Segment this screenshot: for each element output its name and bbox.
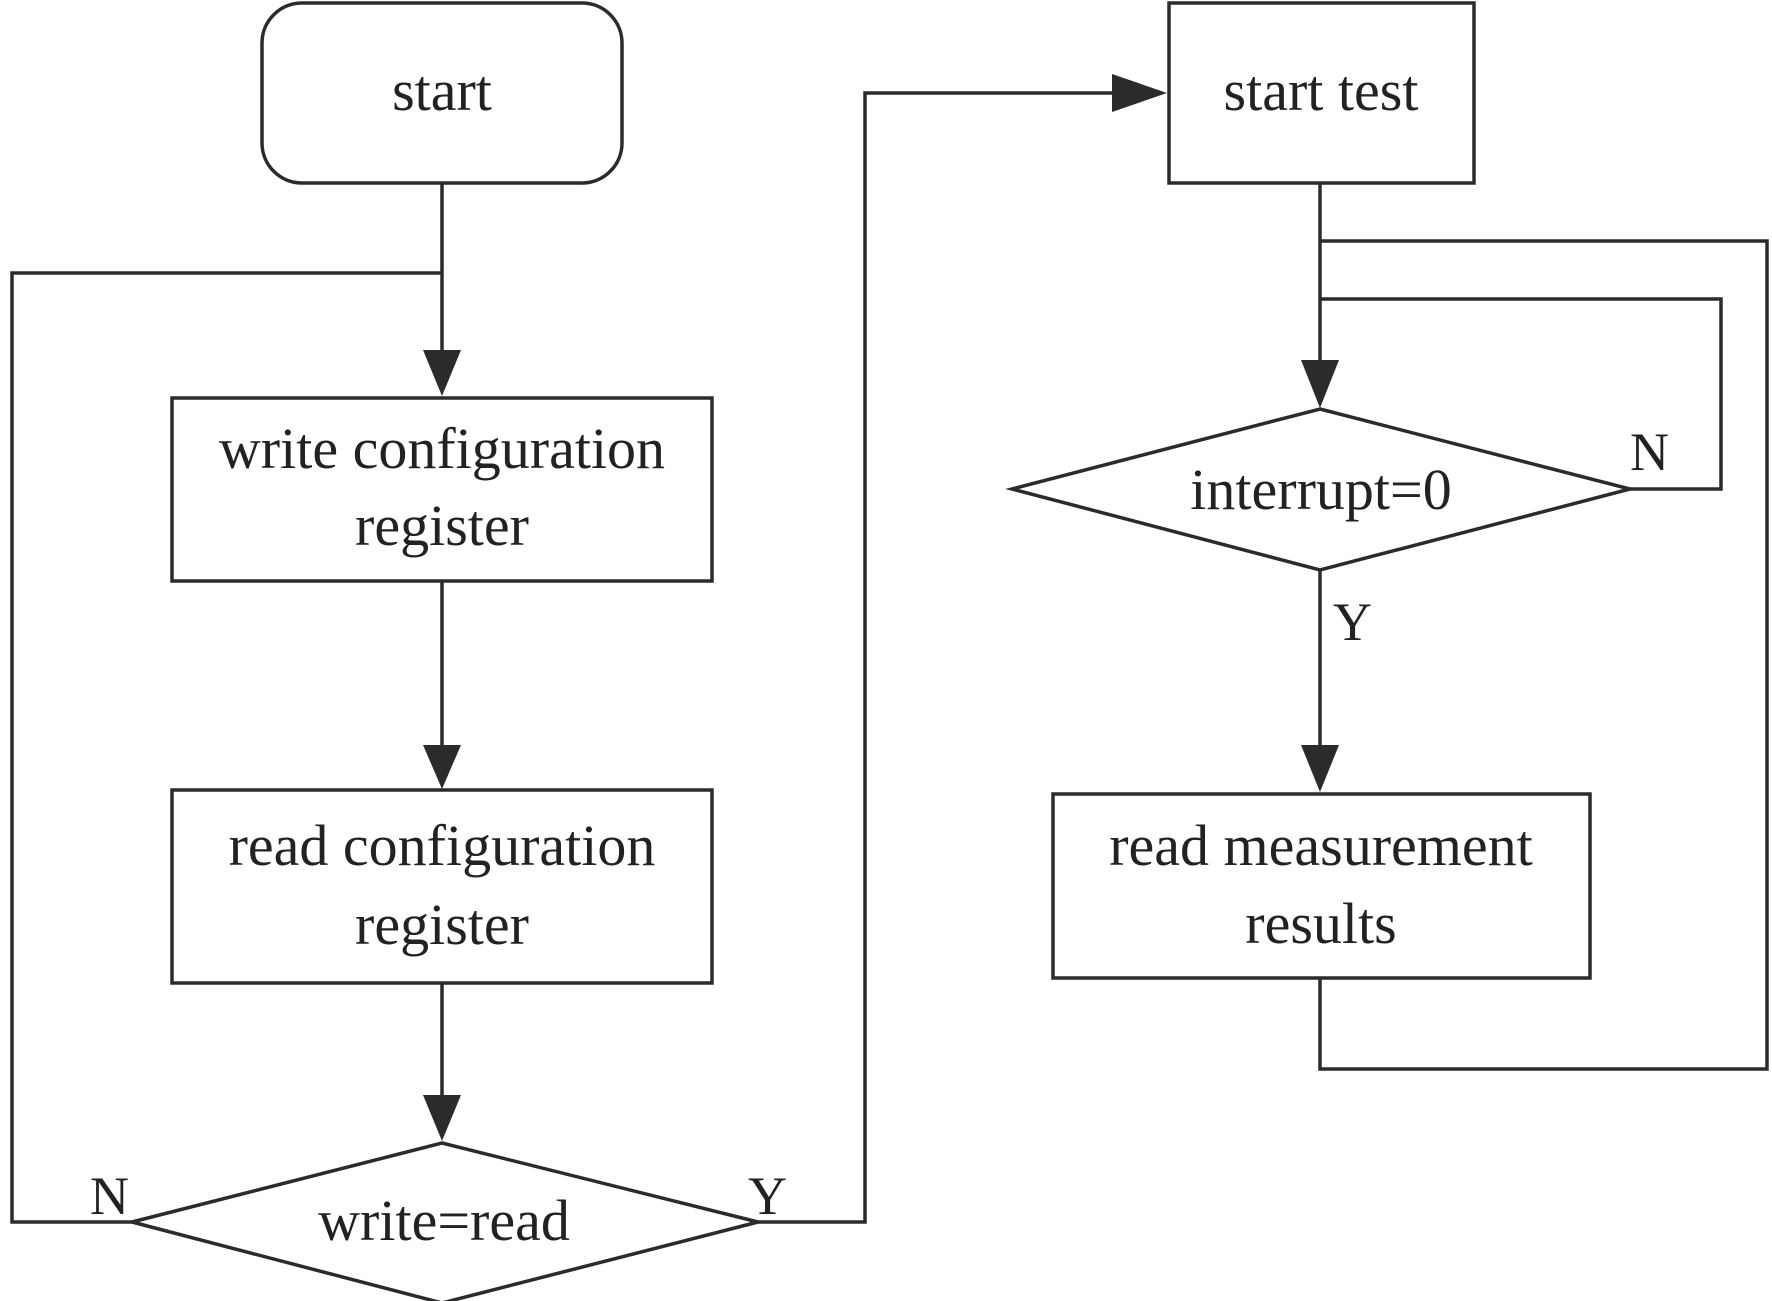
- arrowhead-start-test: [1112, 74, 1167, 112]
- interrupt-no-label: N: [1630, 422, 1669, 482]
- start-node: [260, 1, 624, 185]
- arrowhead-compare: [423, 1095, 461, 1141]
- read-results-label-line2: results: [1245, 891, 1396, 956]
- compare-no-label: N: [90, 1166, 129, 1226]
- start-test-node: [1167, 1, 1476, 185]
- read-results-node: [1051, 792, 1592, 980]
- arrowhead-results: [1301, 745, 1339, 792]
- compare-yes-label: Y: [748, 1166, 787, 1226]
- read-config-label-line2: register: [355, 892, 529, 957]
- arrowhead-read: [423, 745, 461, 789]
- start-label: start: [392, 58, 492, 123]
- interrupt-yes-label: Y: [1333, 592, 1372, 652]
- edge-compare-no-loop: [10, 271, 442, 1224]
- write-config-node: [170, 396, 714, 583]
- read-config-node: [170, 788, 714, 985]
- read-results-label-line1: read measurement: [1109, 813, 1533, 878]
- write-config-label-line1: write configuration: [219, 416, 665, 481]
- arrowhead-write: [423, 350, 461, 396]
- interrupt-decision: [1005, 407, 1637, 572]
- interrupt-label: interrupt=0: [1190, 457, 1451, 522]
- compare-label: write=read: [318, 1188, 570, 1253]
- write-config-label-line2: register: [355, 493, 529, 558]
- compare-decision: [131, 1141, 759, 1301]
- arrowhead-interrupt: [1301, 360, 1339, 408]
- edge-results-loop: [1318, 239, 1769, 1071]
- edge-compare-yes-to-test: [758, 91, 1120, 1224]
- edge-interrupt-no-loop: [1320, 297, 1723, 491]
- start-test-label: start test: [1224, 58, 1419, 123]
- read-config-label-line1: read configuration: [229, 813, 656, 878]
